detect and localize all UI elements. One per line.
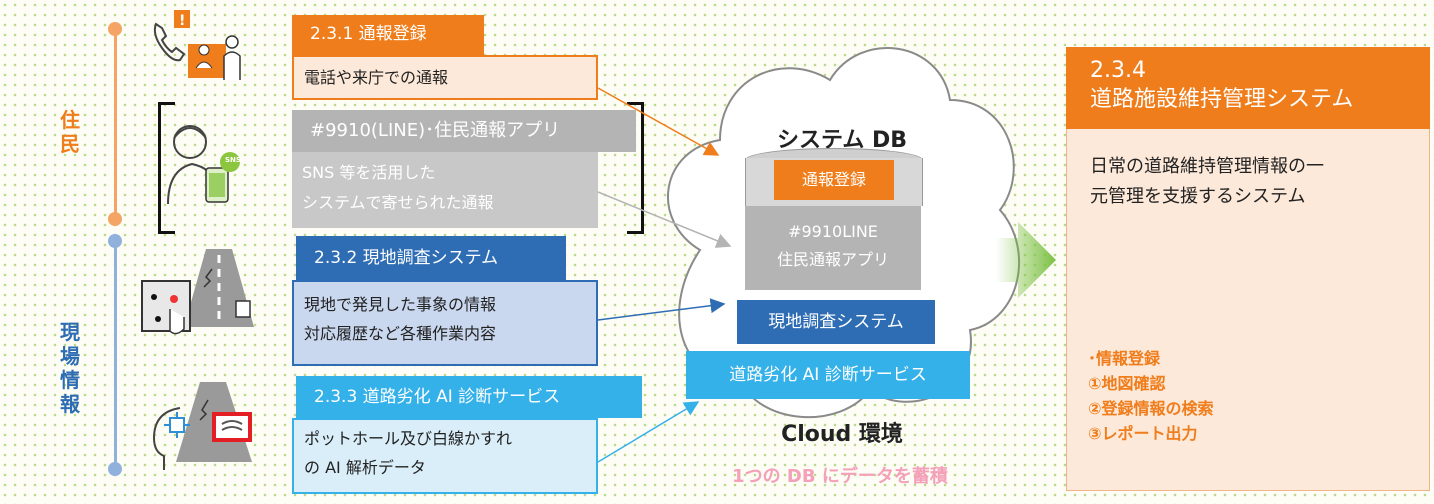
system-desc-line2: 元管理を支援するシステム xyxy=(1090,186,1306,207)
ai-diagnosis-icon xyxy=(152,382,252,470)
ai-title-tab: 2.3.3 道路劣化 AI 診断サービス xyxy=(296,376,642,418)
field-timeline-dot-top xyxy=(108,234,122,248)
line-section-bracket-left xyxy=(158,102,175,234)
db-accumulate-footer: 1つの DB にデータを蓄積 xyxy=(732,466,948,487)
system-number: 2.3.4 xyxy=(1090,58,1146,83)
function-item-map: ①地図確認 xyxy=(1088,374,1166,393)
system-functions: ･情報登録 ①地図確認 ②登録情報の検索 ③レポート出力 xyxy=(1088,346,1388,446)
field-timeline-dot-bottom xyxy=(108,462,122,476)
line-app-desc-line1: SNS 等を活用した xyxy=(302,163,436,182)
function-item-report: ③レポート出力 xyxy=(1088,424,1198,443)
system-desc-line1: 日常の道路維持管理情報の一 xyxy=(1090,156,1324,177)
resident-label: 住民 xyxy=(60,108,80,156)
db-layer-report: 通報登録 xyxy=(774,160,894,200)
ai-desc-box: ポットホール及び白線かすれ の AI 解析データ xyxy=(292,418,598,494)
system-desc: 日常の道路維持管理情報の一 元管理を支援するシステム xyxy=(1090,152,1420,212)
ai-desc-line1: ポットホール及び白線かすれ xyxy=(304,429,513,448)
db-layer-ai: 道路劣化 AI 診断サービス xyxy=(686,351,970,399)
line-section-bracket-right xyxy=(627,102,644,234)
system-title: 道路施設維持管理システム xyxy=(1090,87,1354,112)
line-app-title-tab: #9910(LINE)･住民通報アプリ xyxy=(292,110,636,152)
ai-desc-line2: の AI 解析データ xyxy=(304,458,426,477)
function-item-register: ･情報登録 xyxy=(1088,349,1161,368)
db-layer-survey: 現地調査システム xyxy=(737,300,935,344)
db-layer-line-app-line2: 住民通報アプリ xyxy=(776,250,889,269)
road-survey-tablet-icon xyxy=(141,249,254,335)
resident-timeline-dot-top xyxy=(108,22,122,36)
sns-badge: SNS xyxy=(225,156,241,164)
survey-title-tab: 2.3.2 現地調査システム xyxy=(296,236,566,280)
field-info-label: 現場情報 xyxy=(60,320,80,416)
resident-timeline-dot-bottom xyxy=(108,212,122,226)
function-item-search: ②登録情報の検索 xyxy=(1088,399,1214,418)
arrow-survey-to-db xyxy=(597,298,726,321)
line-app-desc-box: SNS 等を活用した システムで寄せられた通報 xyxy=(292,152,598,228)
arrow-report-to-db xyxy=(597,87,720,156)
green-flow-arrow xyxy=(996,222,1056,298)
line-app-desc-line2: システムで寄せられた通報 xyxy=(302,193,494,212)
report-desc-box: 電話や来庁での通報 xyxy=(292,55,598,100)
field-timeline-line xyxy=(114,240,117,468)
report-title-tab: 2.3.1 通報登録 xyxy=(292,15,484,55)
arrow-line-to-db xyxy=(597,191,732,248)
svg-text:!: ! xyxy=(179,13,185,29)
resident-timeline-line xyxy=(114,28,117,218)
phone-reception-icon: ! xyxy=(153,10,241,80)
smartphone-user-icon xyxy=(167,125,240,205)
arrow-ai-to-db xyxy=(597,401,700,463)
survey-desc-line2: 対応履歴など各種作業内容 xyxy=(304,324,497,343)
db-layer-line-app-line1: #9910LINE xyxy=(788,222,878,241)
system-header: 2.3.4 道路施設維持管理システム xyxy=(1066,47,1430,129)
db-layer-line-app: #9910LINE 住民通報アプリ xyxy=(745,206,921,290)
cloud-env-label: Cloud 環境 xyxy=(781,422,903,447)
survey-desc-box: 現地で発見した事象の情報 対応履歴など各種作業内容 xyxy=(292,280,598,366)
survey-desc-line1: 現地で発見した事象の情報 xyxy=(304,295,497,314)
